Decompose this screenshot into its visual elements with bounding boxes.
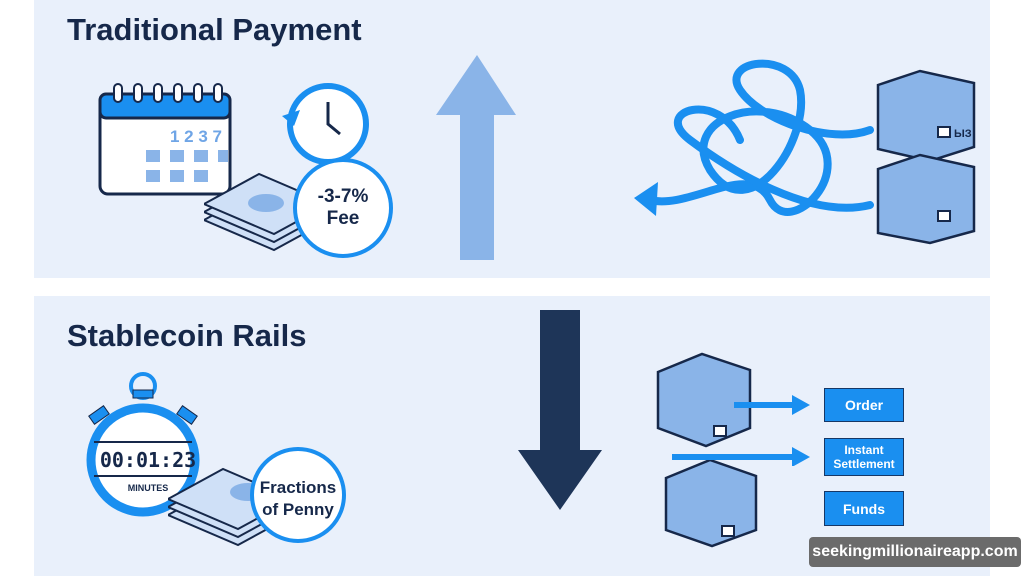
cost-line-1: Fractions [259, 478, 337, 497]
flow-arrows [672, 395, 810, 466]
cost-circle [250, 447, 346, 543]
flow-label-order: Order [824, 388, 904, 422]
stopwatch-icon [86, 372, 200, 517]
timer-readout: 00:01:23 [99, 448, 197, 472]
timer-unit: MINUTES [127, 483, 169, 493]
down-arrow-icon [518, 310, 602, 510]
up-arrow-icon [436, 55, 516, 260]
fee-circle [293, 158, 393, 258]
watermark: seekingmillionaireapp.com [809, 537, 1021, 567]
flow-label-funds: Funds [824, 491, 904, 526]
section-title: Stablecoin Rails [67, 318, 307, 353]
fee-text: Fee [326, 208, 360, 229]
fee-percent: -3-7% [317, 186, 369, 207]
stablecoin-rails-panel: Stablecoin Rails [34, 296, 990, 576]
fee-label: -3-7% Fee [296, 186, 390, 230]
cost-line-2: of Penny [262, 500, 334, 519]
svg-text:ЫЗ: ЫЗ [954, 128, 972, 140]
tangled-path-icon [634, 59, 874, 216]
flow-label-instant-settlement: Instant Settlement [824, 438, 904, 476]
section-title: Traditional Payment [67, 12, 362, 47]
calendar-icon: 1 2 3 7 [98, 83, 232, 196]
box-stack-icon: ЫЗ [876, 69, 976, 245]
svg-text:1 2 3 7: 1 2 3 7 [170, 127, 222, 146]
traditional-payment-panel: Traditional Payment 1 2 3 7 -3-7% Fee [34, 0, 990, 278]
cost-label: Fractions of Penny [252, 477, 344, 521]
